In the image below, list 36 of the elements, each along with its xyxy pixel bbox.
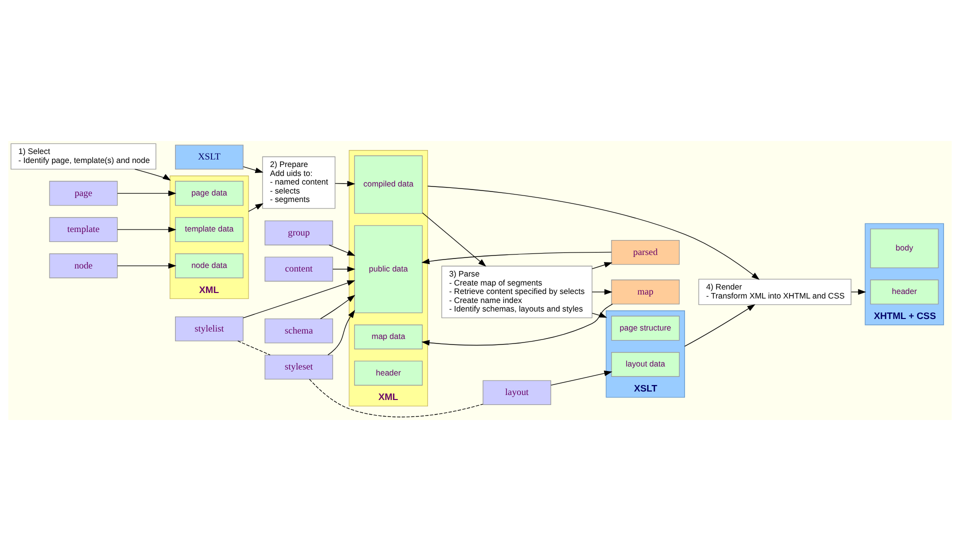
connector — [238, 340, 270, 355]
arrow — [134, 168, 171, 180]
arrow — [684, 304, 756, 346]
node-box: schema — [264, 318, 334, 343]
arrow — [117, 190, 176, 196]
arrow — [592, 288, 612, 294]
arrow — [421, 251, 612, 264]
arrow — [248, 202, 264, 212]
node-box: map — [611, 279, 680, 304]
arrow — [117, 226, 176, 232]
arrow — [550, 370, 612, 386]
node-box: XSLT — [175, 144, 244, 170]
arrow — [850, 288, 866, 294]
arrow — [427, 185, 760, 280]
arrow — [332, 266, 356, 272]
node-box: layout — [482, 380, 552, 405]
node-box: stylelist — [175, 316, 244, 341]
arrow — [334, 180, 356, 186]
arrow — [320, 294, 356, 319]
arrow — [328, 244, 356, 256]
node-box: content — [264, 256, 334, 282]
node-box: node — [49, 252, 118, 278]
arrow — [242, 166, 264, 173]
arrow — [242, 280, 356, 318]
node-box: page — [49, 180, 118, 206]
arrow — [328, 309, 355, 355]
arrow — [592, 312, 608, 318]
connector — [309, 378, 484, 417]
node-box: template — [49, 216, 118, 242]
arrow — [422, 212, 486, 266]
arrow — [592, 262, 612, 269]
arrow — [117, 262, 176, 268]
node-box: styleset — [264, 354, 334, 380]
node-box: parsed — [611, 239, 680, 264]
arrow — [421, 303, 613, 346]
node-box: group — [264, 220, 334, 245]
